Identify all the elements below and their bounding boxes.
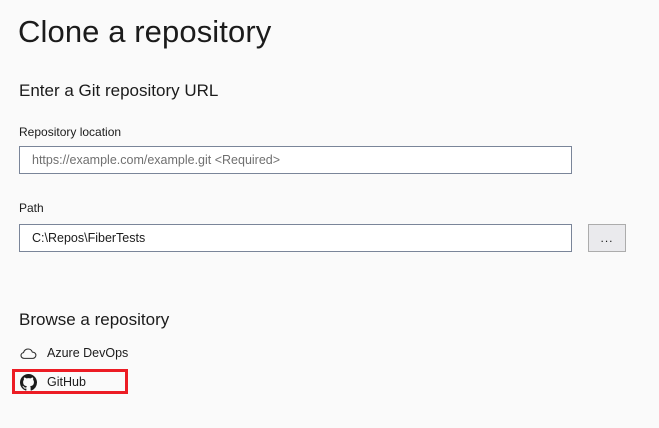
cloud-icon	[19, 344, 37, 362]
path-label: Path	[19, 201, 44, 215]
browse-path-button[interactable]: ...	[588, 224, 626, 252]
browse-item-label: Azure DevOps	[47, 346, 129, 360]
browse-item-github[interactable]: GitHub	[19, 372, 86, 392]
path-input[interactable]	[19, 224, 572, 252]
page-title: Clone a repository	[18, 14, 272, 49]
browse-item-azure-devops[interactable]: Azure DevOps	[19, 343, 128, 363]
github-icon	[19, 373, 37, 391]
browse-section-heading: Browse a repository	[19, 310, 170, 329]
repository-location-label: Repository location	[19, 125, 122, 139]
url-section-heading: Enter a Git repository URL	[19, 81, 219, 100]
browse-item-label: GitHub	[47, 375, 86, 389]
ellipsis-icon: ...	[600, 231, 614, 245]
repository-location-input[interactable]	[19, 146, 572, 174]
